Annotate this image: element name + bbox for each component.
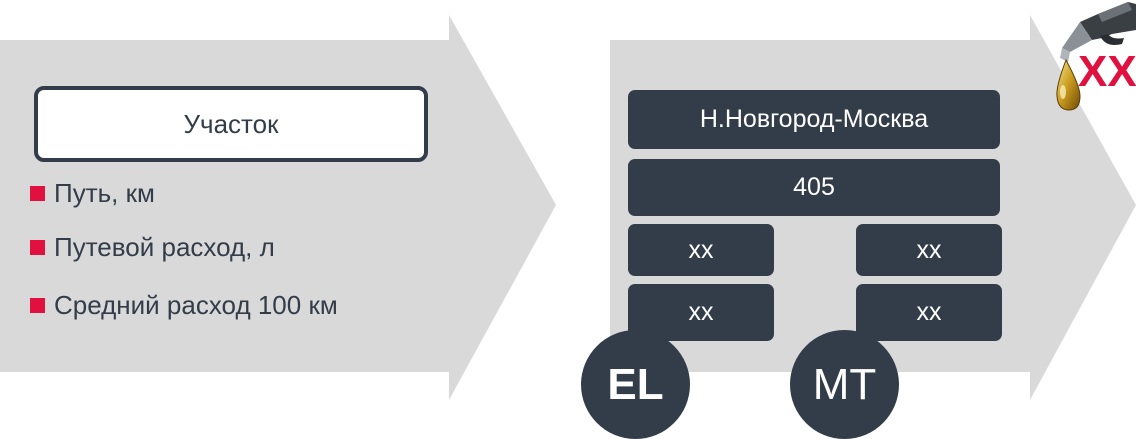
distance-box: 405: [628, 159, 1000, 216]
el-avg-box: xx: [628, 284, 774, 341]
route-name: Н.Новгород-Москва: [699, 105, 929, 133]
el-badge: EL: [581, 330, 690, 439]
el-fuel-value: xx: [688, 235, 714, 264]
bullet-square-icon: [30, 298, 45, 313]
list-item: Путь, км: [30, 178, 155, 209]
mt-avg-box: xx: [856, 284, 1002, 341]
fuel-count-label: XX: [1078, 47, 1136, 96]
fuel-nozzle-icon: [1056, 2, 1136, 111]
list-item: Путевой расход, л: [30, 232, 275, 263]
mt-badge: MT: [790, 330, 899, 439]
section-label-box: Участок: [34, 86, 428, 162]
list-item: Средний расход 100 км: [30, 290, 338, 321]
route-box: Н.Новгород-Москва: [628, 90, 1000, 149]
section-label: Участок: [183, 108, 279, 139]
mt-fuel-box: xx: [856, 224, 1002, 276]
bullet-square-icon: [30, 186, 45, 201]
bullet-square-icon: [30, 240, 45, 255]
metric-label: Путь, км: [54, 178, 155, 208]
distance-value: 405: [793, 173, 835, 201]
el-avg-value: xx: [688, 298, 714, 326]
el-fuel-box: xx: [628, 224, 774, 276]
metric-label: Средний расход 100 км: [54, 290, 338, 320]
metric-label: Путевой расход, л: [54, 232, 275, 262]
oil-drop-icon: [1056, 58, 1081, 111]
mt-fuel-value: xx: [916, 235, 942, 264]
mt-avg-value: xx: [916, 298, 942, 326]
